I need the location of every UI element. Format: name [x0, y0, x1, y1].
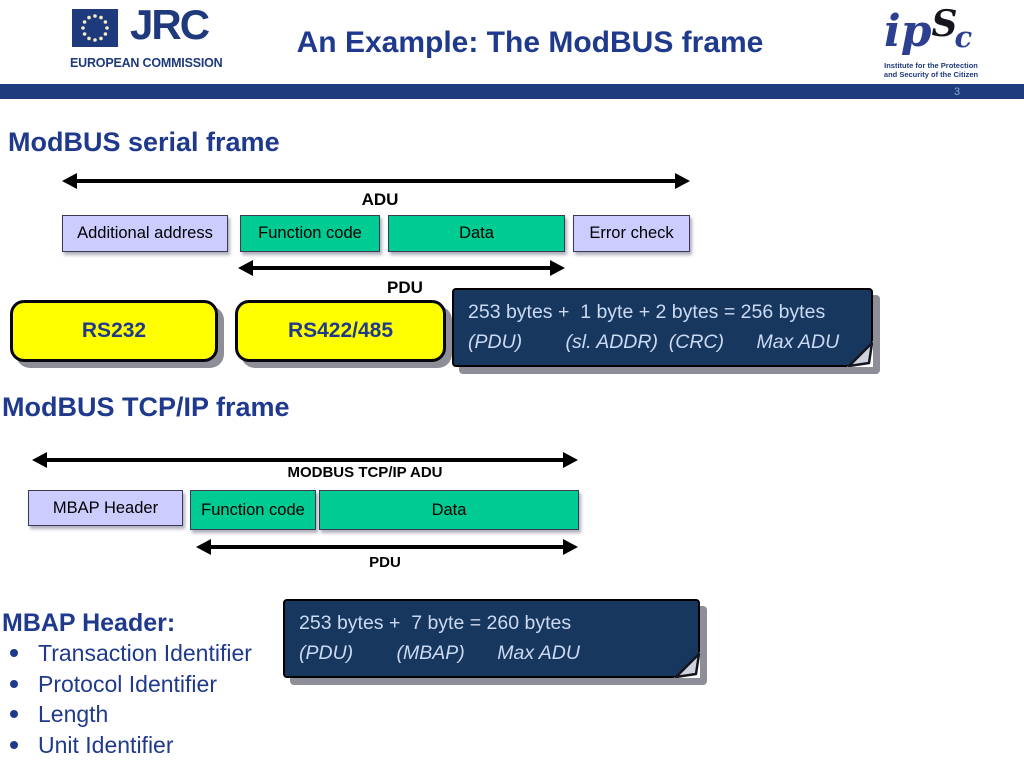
ipsc-tagline-line1: Institute for the Protection: [884, 61, 978, 70]
list-item: Transaction Identifier: [2, 638, 252, 669]
tcp-pdu-label: PDU: [369, 554, 401, 571]
folded-corner-icon: [674, 652, 701, 679]
list-item: Unit Identifier: [2, 730, 252, 761]
serial-bytes-note-line2: (PDU) (sl. ADDR) (CRC) Max ADU: [468, 331, 840, 353]
page-title: An Example: The ModBUS frame: [296, 26, 764, 59]
ipsc-tagline-line2: and Security of the Citizen: [883, 69, 979, 79]
ipsc-logo-ip: ip: [884, 6, 932, 57]
eu-flag-icon: [72, 9, 118, 47]
ipsc-logo-s: S: [931, 3, 958, 45]
serial-box-error-check: Error check: [573, 215, 690, 252]
tcp-bytes-note-line2: (PDU) (MBAP) Max ADU: [299, 642, 580, 664]
serial-bytes-note: 253 bytes + 1 byte + 2 bytes = 256 bytes…: [452, 288, 874, 368]
tcp-box-function-code: Function code: [190, 490, 316, 530]
mbap-header-heading: MBAP Header:: [2, 609, 176, 637]
header-divider-bar: [0, 84, 1024, 99]
mbap-field-list: Transaction Identifier Protocol Identifi…: [2, 638, 252, 760]
tcp-bytes-note: 253 bytes + 7 byte = 260 bytes (PDU) (MB…: [283, 599, 701, 679]
european-commission-label: EUROPEAN COMMISSION: [70, 56, 223, 70]
folded-corner-icon: [847, 341, 874, 368]
jrc-logo-text: JRC: [130, 1, 210, 48]
serial-pdu-label: PDU: [387, 278, 423, 297]
serial-adu-arrow: [62, 173, 690, 189]
tcp-pdu-arrow: [196, 539, 578, 555]
ipsc-logo: ipSc: [884, 3, 975, 57]
serial-pdu-arrow: [238, 260, 565, 276]
list-item: Protocol Identifier: [2, 669, 252, 700]
serial-box-additional-address: Additional address: [62, 215, 228, 252]
serial-box-function-code: Function code: [240, 215, 380, 252]
tcp-adu-label: MODBUS TCP/IP ADU: [287, 464, 443, 481]
ipsc-logo-c: c: [954, 20, 973, 54]
page-number: 3: [953, 86, 961, 98]
serial-frame-heading: ModBUS serial frame: [8, 127, 280, 157]
rs422-485-badge: RS422/485: [235, 300, 446, 362]
tcp-adu-arrow: [32, 452, 578, 468]
tcp-box-data: Data: [319, 490, 579, 530]
tcp-bytes-note-line1: 253 bytes + 7 byte = 260 bytes: [299, 612, 572, 634]
serial-adu-label: ADU: [361, 190, 399, 209]
rs232-badge: RS232: [10, 300, 218, 362]
serial-bytes-note-line1: 253 bytes + 1 byte + 2 bytes = 256 bytes: [468, 301, 826, 323]
serial-box-data: Data: [388, 215, 565, 252]
tcp-box-mbap-header: MBAP Header: [28, 490, 183, 526]
list-item: Length: [2, 699, 252, 730]
tcp-frame-heading: ModBUS TCP/IP frame: [2, 392, 290, 422]
ipsc-tagline: Institute for the Protection and Securit…: [866, 61, 996, 79]
